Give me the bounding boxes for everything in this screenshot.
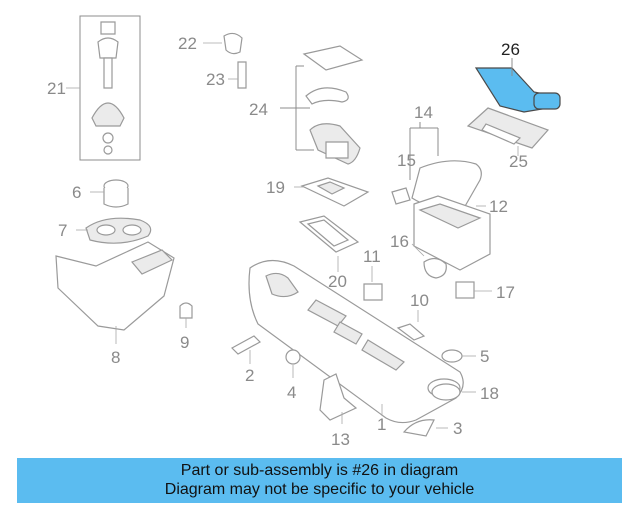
callout-9: 9: [180, 333, 189, 352]
part-6-cup: [103, 179, 129, 208]
callout-10: 10: [410, 291, 429, 310]
part-24-shift-indicator-set: [302, 45, 364, 165]
part-20-panel: [298, 215, 360, 253]
part-11-switch: [363, 283, 383, 301]
callout-7: 7: [58, 221, 67, 240]
part-19-shift-bezel: [300, 177, 370, 207]
part-16-cup-holder: [423, 257, 447, 279]
callout-24: 24: [249, 100, 268, 119]
part-18-cup-holder-ring: [431, 383, 461, 401]
part-3-trim: [402, 419, 435, 437]
part-26-highlighted-handle: [474, 67, 561, 113]
part-21-shift-boot-assembly: [79, 15, 141, 161]
callout-17: 17: [496, 283, 515, 302]
banner-line-2: Diagram may not be specific to your vehi…: [164, 481, 475, 498]
part-25-bracket: [466, 107, 550, 149]
callout-25: 25: [509, 152, 528, 171]
callout-22: 22: [178, 34, 197, 53]
banner-line-1: Part or sub-assembly is #26 in diagram: [180, 462, 459, 479]
callout-8: 8: [111, 348, 120, 367]
part-7-tray: [85, 217, 152, 244]
part-12-storage-box: [413, 195, 491, 271]
part-5-cap: [441, 349, 463, 363]
callout-6: 6: [72, 183, 81, 202]
callout-14: 14: [414, 103, 433, 122]
part-4-knob: [285, 349, 301, 365]
callout-4: 4: [287, 383, 296, 402]
part-8-lower-panel: [55, 241, 175, 331]
info-banner: Part or sub-assembly is #26 in diagram D…: [17, 458, 622, 503]
callout-18: 18: [480, 384, 499, 403]
parts-diagram: 21 22 23 24 26 25 14 15: [47, 15, 561, 449]
callout-5: 5: [480, 347, 489, 366]
part-17-cover: [455, 281, 475, 299]
callout-3: 3: [453, 419, 462, 438]
part-13-bracket: [319, 373, 358, 421]
part-9-pin: [179, 302, 193, 319]
callout-23: 23: [206, 70, 225, 89]
callout-15: 15: [397, 151, 416, 170]
callout-21: 21: [47, 79, 66, 98]
part-2-clip: [231, 335, 261, 355]
part-10-clip: [396, 323, 426, 341]
callout-19: 19: [266, 178, 285, 197]
callout-13: 13: [331, 430, 350, 449]
part-23-pin: [237, 61, 247, 89]
part-22-clip: [223, 32, 243, 55]
callout-11: 11: [363, 247, 381, 266]
part-15-clip: [391, 187, 411, 205]
part-1-center-console: [248, 259, 464, 424]
callout-20: 20: [328, 272, 347, 291]
callout-12: 12: [489, 197, 508, 216]
callout-2: 2: [245, 366, 254, 385]
callout-16: 16: [390, 232, 409, 251]
callout-1: 1: [377, 415, 386, 434]
callout-26: 26: [501, 40, 520, 59]
